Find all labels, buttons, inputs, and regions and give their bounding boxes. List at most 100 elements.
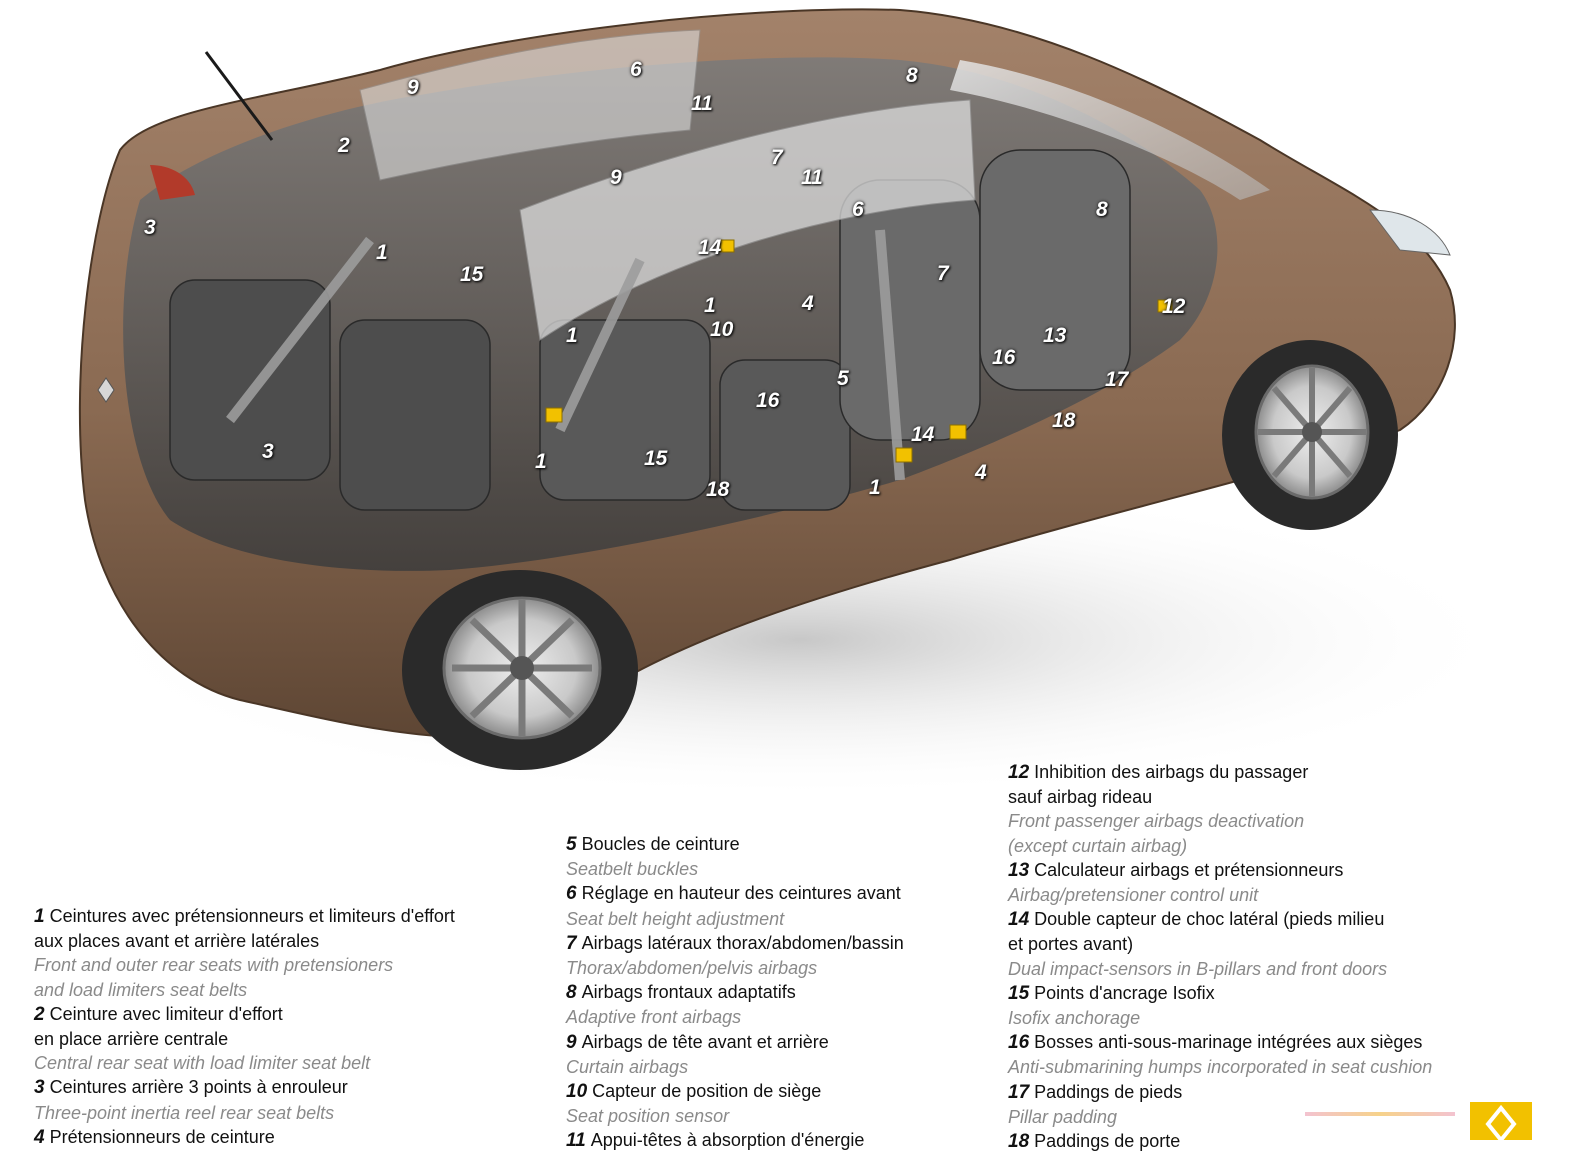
- callout-2: 2: [338, 134, 350, 157]
- callout-15: 15: [460, 263, 484, 286]
- legend-french-line: Inhibition des airbags du passager: [1034, 762, 1309, 782]
- callout-5: 5: [837, 367, 849, 390]
- legend-english-line: Central rear seat with load limiter seat…: [34, 1053, 371, 1074]
- callout-11: 11: [801, 166, 823, 189]
- legend-french-line: en place arrière centrale: [34, 1029, 229, 1050]
- legend-french-line: aux places avant et arrière latérales: [34, 931, 320, 952]
- legend-french-line: Airbags de tête avant et arrière: [581, 1031, 829, 1052]
- car-cutaway-illustration: [78, 8, 1520, 800]
- legend-number: 7: [566, 932, 577, 954]
- legend-english-line: Isofix anchorage: [1008, 1008, 1141, 1029]
- renault-logo: [1470, 1102, 1532, 1144]
- legend-english-line: and load limiters seat belts: [34, 979, 248, 1000]
- legend-number: 5: [566, 834, 577, 855]
- legend-french-line: Airbags latéraux thorax/abdomen/bassin: [581, 932, 904, 953]
- legend-english-line: Seatbelt buckles: [566, 859, 699, 880]
- curtain-airbag-rear: [359, 29, 701, 181]
- legend-french-line: Paddings de pieds: [1034, 1081, 1183, 1102]
- callout-9: 9: [610, 166, 622, 189]
- callout-10: 10: [710, 318, 734, 341]
- legend-number: 11: [566, 1130, 586, 1152]
- callout-3: 3: [262, 440, 274, 463]
- callout-9: 9: [407, 76, 419, 99]
- legend-english-line: Airbag/pretensioner control unit: [1008, 885, 1259, 906]
- legend-number: 13: [1008, 859, 1030, 881]
- legend-french-line: Points d'ancrage Isofix: [1034, 982, 1215, 1003]
- legend-french-line: Ceintures avec prétensionneurs et limite…: [49, 906, 455, 926]
- callout-4: 4: [802, 292, 814, 315]
- seat-belts: [226, 229, 905, 481]
- legend-english-line: Anti-submarining humps incorporated in s…: [1008, 1057, 1433, 1078]
- legend-number: 10: [566, 1081, 588, 1103]
- callout-4: 4: [975, 461, 987, 484]
- legend-french-line: Double capteur de choc latéral (pieds mi…: [1034, 909, 1385, 930]
- legend-english-line: Dual impact-sensors in B-pillars and fro…: [1008, 958, 1388, 979]
- callout-15: 15: [644, 447, 668, 470]
- legend-french-line: et portes avant): [1008, 934, 1134, 955]
- buckle-markers: [545, 239, 1173, 463]
- legend-french-line: Paddings de porte: [1034, 1131, 1181, 1152]
- callout-1: 1: [376, 241, 388, 264]
- callout-1: 1: [704, 294, 716, 317]
- tail-light: [150, 165, 195, 200]
- windshield-glass: [950, 60, 1270, 200]
- callout-8: 8: [1096, 198, 1108, 221]
- callout-1: 1: [566, 324, 578, 347]
- callout-13: 13: [1043, 324, 1067, 347]
- legend-french-line: Airbags frontaux adaptatifs: [581, 982, 796, 1003]
- legend-english-line: Seat belt height adjustment: [566, 908, 785, 929]
- callout-1: 1: [535, 450, 547, 473]
- legend-number: 16: [1008, 1032, 1030, 1054]
- legend-french-line: Réglage en hauteur des ceintures avant: [581, 883, 901, 904]
- legend-french-text: sauf airbag rideau: [1008, 785, 1478, 809]
- legend-number: 9: [566, 1031, 577, 1053]
- legend-french-line: Calculateur airbags et prétensionneurs: [1034, 859, 1344, 880]
- callout-12: 12: [1162, 295, 1186, 318]
- legend-french-line: Capteur de position de siège: [592, 1081, 822, 1102]
- seat-row-third: [169, 279, 491, 511]
- legend-french-line: sauf airbag rideau: [1008, 787, 1153, 808]
- front-wheel: [1222, 340, 1398, 530]
- seat-row-front: [839, 149, 1131, 441]
- legend-french-line: Ceinture avec limiteur d'effort: [49, 1003, 283, 1024]
- antenna: [204, 51, 274, 141]
- legend-french-line: Bosses anti-sous-marinage intégrées aux …: [1034, 1032, 1423, 1053]
- rear-wheel: [402, 570, 638, 770]
- callout-7: 7: [937, 262, 949, 285]
- callout-16: 16: [992, 346, 1016, 369]
- legend-french-line: Prétensionneurs de ceinture: [49, 1126, 275, 1147]
- legend-french-text: et portes avant): [1008, 932, 1478, 956]
- brand-badge: [97, 377, 115, 403]
